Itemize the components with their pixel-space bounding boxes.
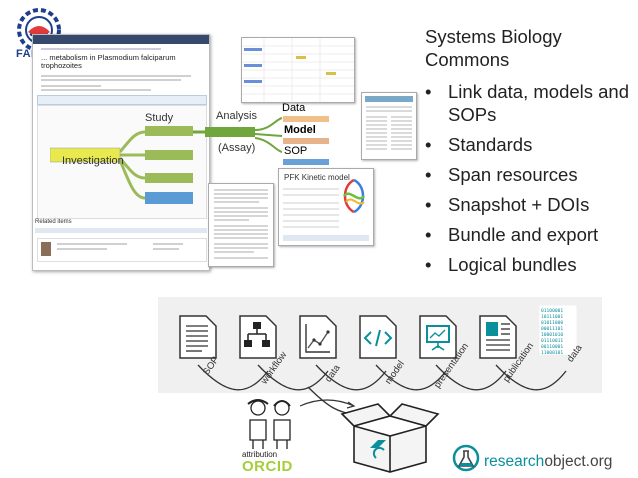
researchobject-logo-icon [452,444,480,472]
svg-text:11000101: 11000101 [541,350,563,356]
sop-label: SOP [284,145,308,157]
feature-bullet-list: Link data, models and SOPs Standards Spa… [422,80,638,283]
svg-text:00011101: 00011101 [541,326,563,332]
sop-document-thumbnail [208,183,274,267]
publication-icon [479,315,517,359]
bullet-item: Span resources [422,163,638,186]
assay-label: (Assay) [218,142,256,154]
screenshot-panel-header [37,95,207,105]
model-bar [283,138,329,144]
bullet-item: Snapshot + DOIs [422,193,638,216]
bullet-item: Bundle and export [422,223,638,246]
bullet-item: Standards [422,133,638,156]
investigation-label: Investigation [62,155,124,167]
researchobject-logo-text: researchobject.org [484,453,613,470]
bullet-item: Link data, models and SOPs [422,80,638,126]
workflow-icon [239,315,277,359]
document-icon [179,315,217,359]
line-chart-icon [299,315,337,359]
svg-text:10001010: 10001010 [541,332,563,338]
analysis-label: Analysis [216,110,257,122]
svg-text:01011000: 01011000 [541,320,563,326]
sop-bar [283,159,329,165]
study-label: Study [145,112,174,124]
orcid-logo-text: ORCID [242,458,293,475]
screenshot-navbar [33,35,209,44]
model-label: Model [284,124,316,136]
svg-text:01100001: 01100001 [541,308,563,314]
svg-text:01110011: 01110011 [541,338,563,344]
related-items-heading: Related items [35,219,72,225]
paper-thumbnail [361,92,417,160]
spreadsheet-thumbnail [241,37,355,103]
bullet-item: Logical bundles [422,253,638,276]
svg-text:00110001: 00110001 [541,344,563,350]
model-thumbnail: PFK Kinetic model [278,168,374,246]
people-attribution-icon [247,399,291,449]
presentation-icon [419,315,457,359]
screenshot-tabs [35,228,207,233]
open-box-icon [340,403,440,473]
arrow-icon [299,399,356,409]
screenshot-title: ... metabolism in Plasmodium falciparum … [41,53,176,70]
code-icon [359,315,397,359]
page-heading: Systems Biology Commons [425,26,562,70]
svg-text:10111001: 10111001 [541,314,563,320]
bundle-curves [197,364,567,416]
isa-diagram [50,117,283,204]
attribution-label: attribution [242,450,278,459]
data-label: Data [282,102,306,114]
jws-swirl-icon [343,178,365,214]
data-bar [283,116,329,122]
model-thumb-title: PFK Kinetic model [284,173,350,182]
